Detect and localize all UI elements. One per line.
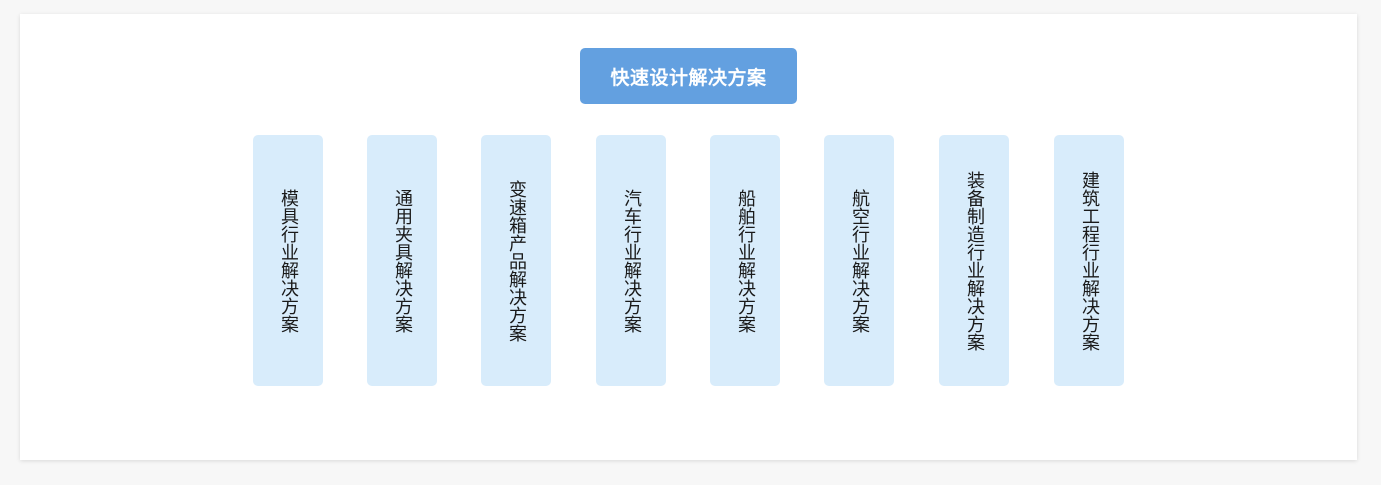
root-node[interactable]: 快速设计解决方案 (580, 48, 797, 104)
solution-node-fixture[interactable]: 通用夹具解决方案 (367, 135, 437, 386)
solution-node-label: 船舶行业解决方案 (735, 188, 756, 333)
solution-node-label: 变速箱产品解决方案 (506, 179, 527, 342)
solution-node-mold[interactable]: 模具行业解决方案 (253, 135, 323, 386)
solution-node-label: 航空行业解决方案 (849, 188, 870, 333)
solution-node-label: 汽车行业解决方案 (621, 188, 642, 333)
solution-node-shipbuilding[interactable]: 船舶行业解决方案 (710, 135, 780, 386)
solution-node-equipment[interactable]: 装备制造行业解决方案 (939, 135, 1009, 386)
solution-node-label: 装备制造行业解决方案 (964, 170, 985, 351)
solution-node-gearbox[interactable]: 变速箱产品解决方案 (481, 135, 551, 386)
solution-node-automotive[interactable]: 汽车行业解决方案 (596, 135, 666, 386)
solution-node-label: 通用夹具解决方案 (392, 188, 413, 333)
solution-node-label: 建筑工程行业解决方案 (1079, 170, 1100, 351)
solution-node-construction[interactable]: 建筑工程行业解决方案 (1054, 135, 1124, 386)
solution-node-label: 模具行业解决方案 (278, 188, 299, 333)
root-node-label: 快速设计解决方案 (610, 66, 767, 89)
solution-node-aerospace[interactable]: 航空行业解决方案 (824, 135, 894, 386)
